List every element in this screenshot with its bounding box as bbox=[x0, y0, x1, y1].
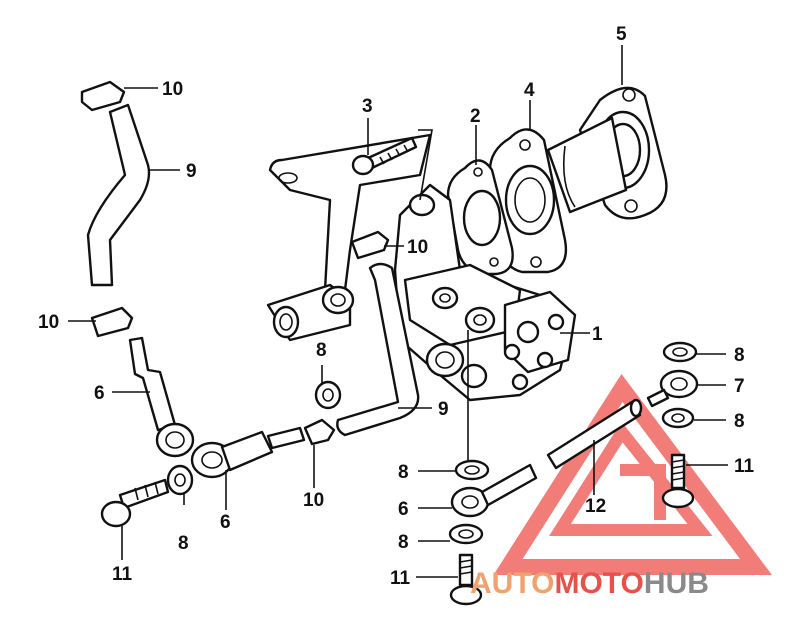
callout-8: 8 bbox=[398, 462, 409, 483]
flange-5 bbox=[546, 86, 668, 220]
callout-12: 12 bbox=[585, 496, 606, 517]
callout-5: 5 bbox=[616, 24, 627, 45]
callout-10: 10 bbox=[162, 79, 183, 100]
leader-lines bbox=[68, 45, 728, 578]
washers-8-left bbox=[166, 380, 342, 496]
callout-6: 6 bbox=[398, 499, 409, 520]
callout-8: 8 bbox=[734, 345, 745, 366]
watermark-hub: HUB bbox=[644, 567, 709, 600]
callout-7: 7 bbox=[734, 376, 745, 397]
hose-9-right bbox=[336, 262, 420, 437]
watermark-text: AUTOMOTOHUB bbox=[470, 567, 709, 600]
callout-11: 11 bbox=[734, 456, 755, 477]
callout-labels: 10 9 10 3 2 4 5 10 1 6 8 9 8 6 10 11 8 6… bbox=[38, 24, 755, 589]
callout-3: 3 bbox=[362, 96, 373, 117]
watermark-moto: MOTO bbox=[554, 567, 643, 600]
banjo-6-left bbox=[128, 336, 195, 458]
callout-10: 10 bbox=[38, 312, 59, 333]
bolt-11-left bbox=[100, 478, 170, 528]
mounting-bracket bbox=[266, 133, 432, 342]
watermark-auto: AUTO bbox=[470, 567, 554, 600]
callout-10: 10 bbox=[407, 237, 428, 258]
callout-8: 8 bbox=[398, 532, 409, 553]
watermark-logo bbox=[493, 373, 772, 575]
right-fittings bbox=[448, 459, 538, 606]
hose-9-left bbox=[86, 103, 151, 287]
bolt-3 bbox=[351, 136, 418, 176]
gasket-2 bbox=[446, 159, 514, 276]
upper-right-fittings bbox=[646, 341, 699, 509]
pipe-12 bbox=[546, 398, 643, 470]
banjo-6-mid bbox=[190, 426, 306, 479]
callout-6: 6 bbox=[94, 383, 105, 404]
callout-8: 8 bbox=[316, 340, 327, 361]
svg-text:AUTOMOTOHUB: AUTOMOTOHUB bbox=[470, 567, 709, 600]
callout-11: 11 bbox=[112, 564, 133, 585]
callout-9: 9 bbox=[186, 161, 197, 182]
callout-1: 1 bbox=[592, 324, 603, 345]
callout-2: 2 bbox=[470, 106, 481, 127]
valve-body-1 bbox=[393, 183, 577, 402]
callout-4: 4 bbox=[524, 80, 535, 101]
callout-10: 10 bbox=[303, 490, 324, 511]
hose-clips-10 bbox=[80, 80, 390, 446]
callout-11: 11 bbox=[390, 568, 411, 589]
callout-8: 8 bbox=[178, 533, 189, 554]
callout-9: 9 bbox=[438, 399, 449, 420]
callout-8: 8 bbox=[734, 411, 745, 432]
callout-6: 6 bbox=[220, 512, 231, 533]
